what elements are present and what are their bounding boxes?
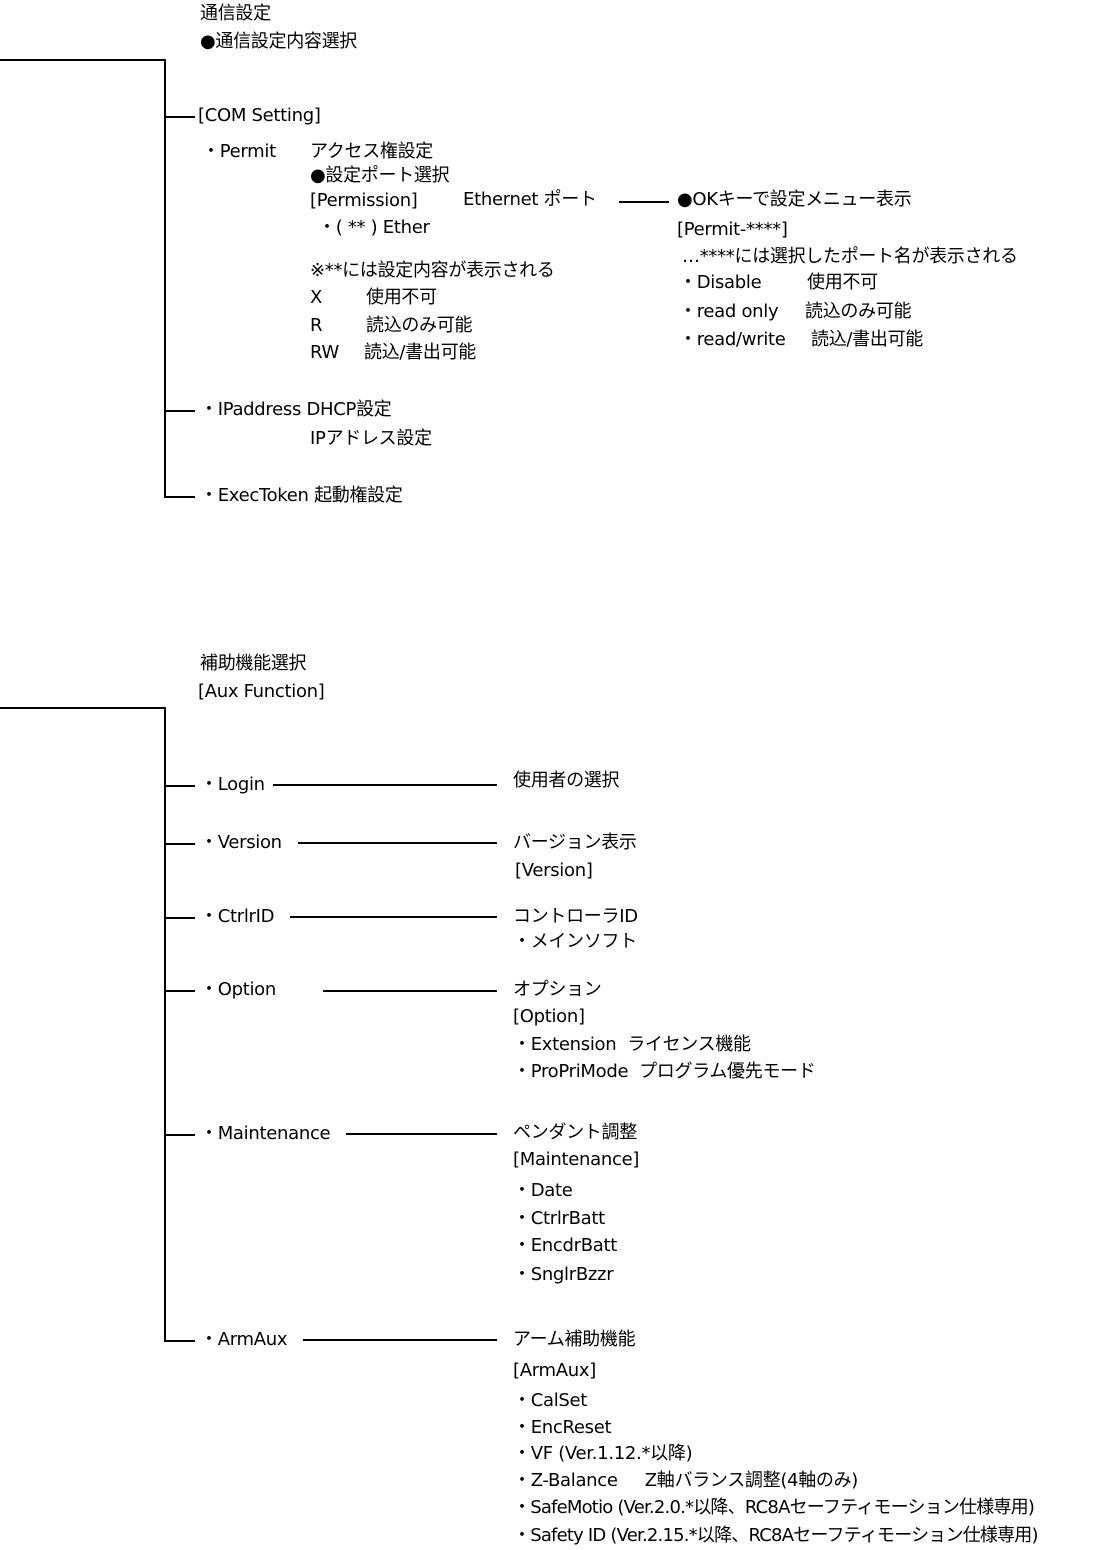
aux-detail: 使用者の選択 [513,770,620,791]
ethernet-port: Ethernet ポート [463,189,597,210]
code-rw-desc: 読込/書出可能 [364,342,476,363]
aux-detail: ・ProPriMode プログラム優先モード [513,1061,816,1082]
menu-item-readwrite-desc: 読込/書出可能 [811,329,923,350]
aux-detail: ・Safety ID (Ver.2.15.*以降、RC8Aセーフティモーション仕… [513,1525,1039,1546]
code-r-desc: 読込のみ可能 [366,315,473,336]
aux-detail: ・CalSet [513,1390,588,1411]
aux-detail: ペンダント調整 [513,1122,637,1143]
tree-line [0,707,165,709]
tree-line [164,116,195,118]
aux-item-option: ・Option [200,979,276,1000]
aux-item-ctrlrid: ・CtrlrID [200,906,275,927]
aux-detail: ・メインソフト [513,931,637,952]
tree-line [164,990,195,992]
permit-note: ※**には設定内容が表示される [310,260,555,281]
aux-item-maintenance: ・Maintenance [200,1123,331,1144]
tree-line [164,496,195,498]
menu-title: ●OKキーで設定メニュー表示 [677,189,912,210]
aux-detail: ・EncReset [513,1417,612,1438]
connector-line [273,784,497,786]
aux-detail: ・CtrlrBatt [513,1208,605,1229]
code-x-desc: 使用不可 [366,287,437,308]
aux-item-armaux: ・ArmAux [200,1329,288,1350]
aux-title: 補助機能選択 [200,653,307,674]
menu-item-disable: ・Disable [679,272,762,293]
aux-detail: ・VF (Ver.1.12.*以降) [513,1443,693,1464]
tree-line [164,410,195,412]
menu-note: …****には選択したポート名が表示される [682,246,1018,267]
aux-detail: バージョン表示 [513,832,637,853]
aux-detail: コントローラID [513,906,638,927]
com-subtitle: ●通信設定内容選択 [200,31,358,52]
aux-detail: ・SnglrBzzr [513,1264,614,1285]
aux-detail: オプション [513,979,602,1000]
permit-desc: アクセス権設定 [310,141,433,162]
connector-line [303,1339,497,1341]
menu-item-readonly: ・read only [679,301,779,322]
com-title: 通信設定 [200,3,271,24]
aux-detail: ・Extension ライセンス機能 [513,1034,751,1055]
aux-detail: [Maintenance] [513,1149,640,1170]
connector-line [298,842,497,844]
tree-line [164,1134,195,1136]
menu-item-disable-desc: 使用不可 [807,272,878,293]
tree-line [164,59,166,497]
aux-detail: ・Z-Balance Z軸バランス調整(4軸のみ) [513,1470,859,1491]
aux-detail: [Version] [515,860,593,881]
aux-detail: アーム補助機能 [513,1329,636,1350]
code-rw: RW [310,342,339,363]
aux-detail: ・Date [513,1180,573,1201]
connector-line [323,990,497,992]
ether-item: ・( ** ) Ether [318,217,430,238]
exectoken-label: ・ExecToken 起動権設定 [200,485,403,506]
menu-header: [Permit-****] [677,219,788,240]
permit-select: ●設定ポート選択 [310,165,450,186]
aux-item-version: ・Version [200,832,282,853]
aux-detail: [ArmAux] [513,1360,596,1381]
code-r: R [310,315,323,336]
connector-line [346,1133,497,1135]
tree-line [164,707,166,1341]
permission-label: [Permission] [310,190,418,211]
permit-label: ・Permit [202,141,276,162]
aux-detail: ・SafeMotio (Ver.2.0.*以降、RC8Aセーフティモーション仕様… [513,1497,1035,1518]
tree-line [164,917,195,919]
aux-detail: ・EncdrBatt [513,1235,617,1256]
code-x: X [310,287,323,308]
tree-line [164,785,195,787]
menu-item-readonly-desc: 読込のみ可能 [805,301,912,322]
tree-line [164,1340,195,1342]
connector-line [290,916,497,918]
tree-line [164,843,195,845]
tree-line [0,59,165,61]
ipaddress-label: ・IPaddress DHCP設定 [200,399,392,420]
aux-item-login: ・Login [200,774,265,795]
aux-header: [Aux Function] [198,681,325,702]
ipaddress-sub: IPアドレス設定 [310,428,432,449]
aux-detail: [Option] [513,1006,585,1027]
menu-item-readwrite: ・read/write [679,329,786,350]
connector-line [619,201,669,203]
com-header: [COM Setting] [198,105,321,126]
